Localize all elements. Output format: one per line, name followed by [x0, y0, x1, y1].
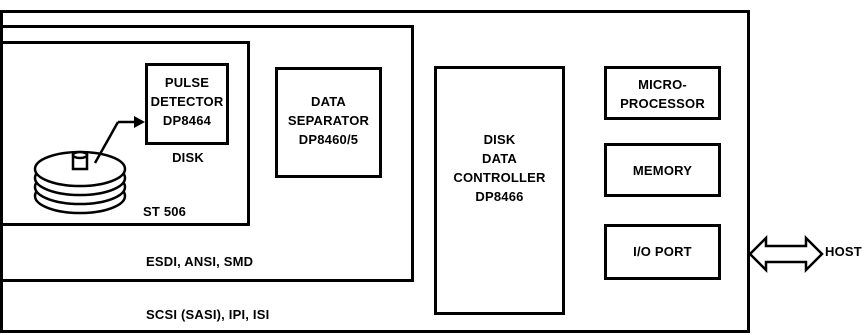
disk-stack-icon — [35, 152, 125, 213]
arm-arrowhead — [134, 116, 145, 128]
host-arrow-icon — [750, 238, 822, 270]
